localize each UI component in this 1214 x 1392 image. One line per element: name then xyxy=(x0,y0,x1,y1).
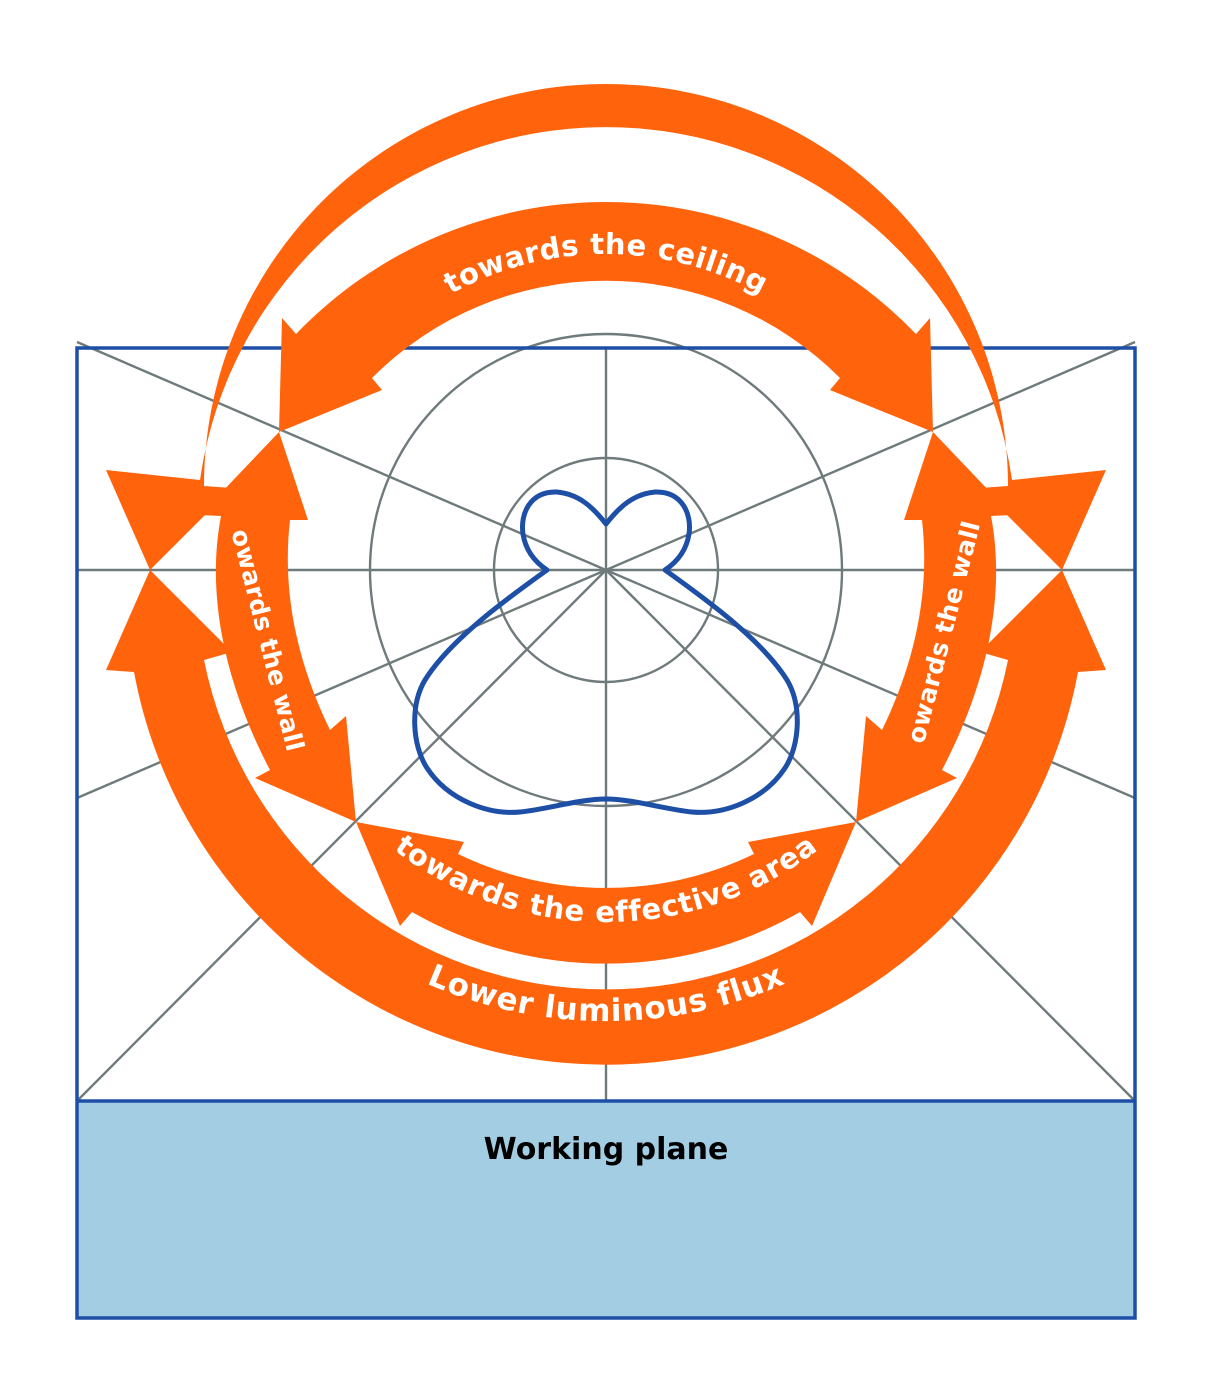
diagonal-lower-left xyxy=(76,569,607,1102)
towards-effective-area-arrow xyxy=(356,822,856,964)
towards-walls-right-arrow xyxy=(856,432,1012,822)
room-grid xyxy=(76,332,1136,1102)
towards-ceiling-arrow xyxy=(279,201,933,432)
working-plane xyxy=(77,1101,1135,1318)
lower-luminous-flux-arrow xyxy=(106,570,1106,1065)
polar-circle-outer xyxy=(368,332,844,808)
upper-luminous-flux-arrow xyxy=(106,84,1106,570)
diagonal-lower-right xyxy=(605,569,1136,1102)
luminous-intensity-curve xyxy=(412,489,800,815)
working-plane-label: Working plane xyxy=(484,1132,729,1167)
room-outline xyxy=(75,346,1137,1320)
polar-circle-inner xyxy=(492,456,720,684)
towards-walls-left-arrow xyxy=(200,432,356,822)
